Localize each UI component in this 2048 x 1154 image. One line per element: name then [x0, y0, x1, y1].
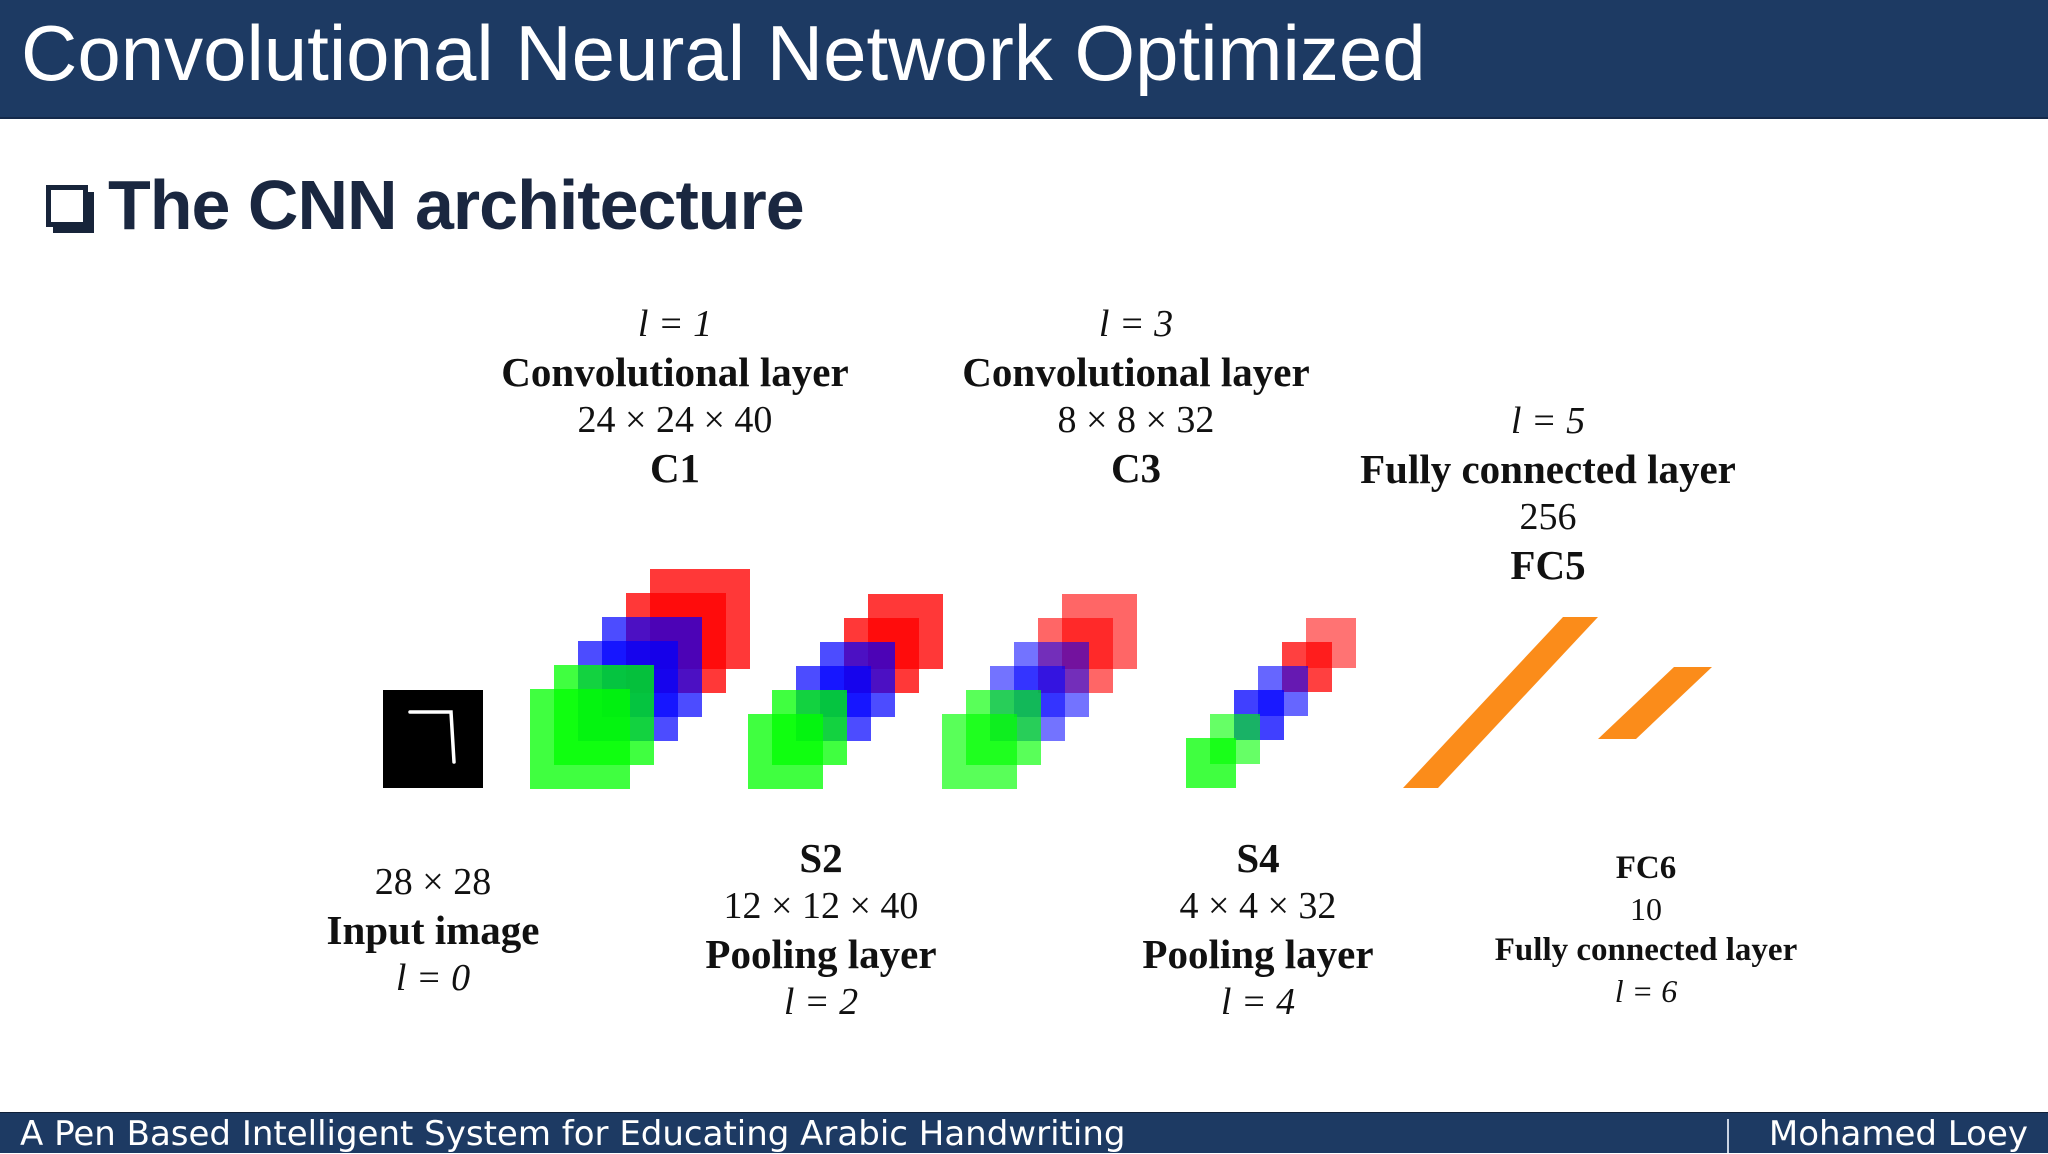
fc6-layer-index: l = 6: [1614, 973, 1678, 1009]
header-bar: Convolutional Neural Network Optimized: [0, 0, 2048, 119]
c3-layer-type: Convolutional layer: [962, 349, 1310, 395]
s2-layer-type: Pooling layer: [705, 931, 937, 977]
s2-layer-size: 12 × 12 × 40: [723, 885, 919, 927]
fc5-layer-index: l = 5: [1510, 400, 1586, 442]
checkbox-icon: [46, 185, 94, 233]
input-label: 28 × 28 Input image l = 0: [326, 858, 539, 1002]
fc5-layer-type: Fully connected layer: [1360, 446, 1736, 492]
section-title: The CNN architecture: [108, 166, 805, 244]
s4-label: S4 4 × 4 × 32 Pooling layer l = 4: [1142, 834, 1373, 1026]
input-image: [383, 690, 483, 788]
fc6-layer-bar: [1598, 667, 1712, 739]
c3-label: l = 3 Convolutional layer 8 × 8 × 32 C3: [962, 300, 1309, 492]
footer-author: Mohamed Loey: [1768, 1114, 2028, 1154]
fc6-layer-size: 10: [1629, 891, 1662, 927]
input-digit-stroke: [408, 710, 456, 764]
s4-layer-size: 4 × 4 × 32: [1179, 885, 1337, 927]
footer-presentation-title: A Pen Based Intelligent System for Educa…: [20, 1114, 1126, 1154]
s2-feature-maps: [748, 594, 943, 789]
c3-layer-index: l = 3: [1098, 303, 1174, 345]
c1-layer-type: Convolutional layer: [501, 349, 849, 395]
slide-title: Convolutional Neural Network Optimized: [21, 9, 1426, 97]
c1-layer-size: 24 × 24 × 40: [577, 399, 773, 441]
c1-feature-maps: [530, 569, 750, 789]
c1-label: l = 1 Convolutional layer 24 × 24 × 40 C…: [501, 300, 848, 492]
footer-bar: A Pen Based Intelligent System for Educa…: [0, 1112, 2048, 1154]
c3-layer-code: C3: [1110, 445, 1162, 491]
input-layer-type: Input image: [326, 907, 540, 953]
c3-layer-size: 8 × 8 × 32: [1057, 399, 1215, 441]
s4-layer-index: l = 4: [1220, 981, 1296, 1023]
input-layer-index: l = 0: [395, 957, 471, 999]
fc5-layer-size: 256: [1519, 496, 1577, 538]
c1-layer-index: l = 1: [637, 303, 713, 345]
fc5-layer-code: FC5: [1510, 542, 1586, 588]
s4-layer-code: S4: [1236, 835, 1280, 881]
input-size: 28 × 28: [374, 861, 492, 903]
fc6-label: FC6 10 Fully connected layer l = 6: [1495, 848, 1797, 1012]
s2-layer-index: l = 2: [783, 981, 859, 1023]
s2-layer-code: S2: [799, 835, 843, 881]
fc6-layer-type: Fully connected layer: [1494, 932, 1798, 968]
s2-label: S2 12 × 12 × 40 Pooling layer l = 2: [705, 834, 936, 1026]
c1-layer-code: C1: [649, 445, 701, 491]
s4-layer-type: Pooling layer: [1142, 931, 1374, 977]
fc5-layer-bar: [1403, 617, 1598, 788]
fc5-label: l = 5 Fully connected layer 256 FC5: [1360, 397, 1736, 589]
fc6-layer-code: FC6: [1615, 850, 1677, 886]
footer-divider: [1727, 1119, 1729, 1153]
c3-feature-maps: [942, 594, 1137, 789]
s4-feature-maps: [1186, 618, 1356, 788]
